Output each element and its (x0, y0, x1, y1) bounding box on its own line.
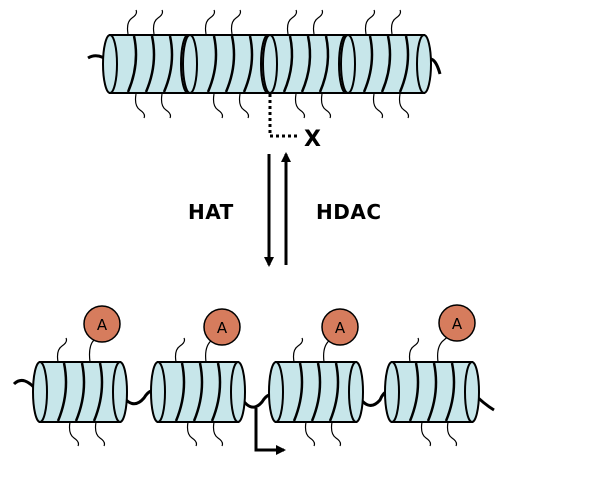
nucleosome (182, 34, 276, 94)
acetyl-label: A (217, 319, 228, 337)
acetyl-group: A (438, 304, 476, 342)
nucleosome (384, 361, 480, 423)
acetyl-label: A (452, 315, 463, 333)
nucleosome (32, 361, 128, 423)
cross-icon: X (304, 127, 321, 152)
nucleosome (102, 34, 196, 94)
dna-strand (12, 378, 495, 412)
condensed-chromatin: X (87, 9, 442, 152)
acetyl-group: A (203, 308, 241, 346)
nucleosome (340, 34, 432, 94)
nucleosome (150, 361, 246, 423)
acetyl-label: A (97, 316, 108, 334)
nucleosome (262, 34, 354, 94)
acetyl-group: A (321, 308, 359, 346)
histone-tails (126, 9, 410, 119)
hdac-label: HDAC (316, 200, 382, 224)
nucleosome (268, 361, 364, 423)
blocked-transcription-path (268, 94, 300, 138)
open-chromatin: A A A A (12, 304, 495, 455)
bent-arrow-icon (254, 408, 286, 455)
acetyl-label: A (335, 319, 346, 337)
hat-label: HAT (188, 200, 234, 224)
acetyl-group: A (83, 305, 121, 343)
